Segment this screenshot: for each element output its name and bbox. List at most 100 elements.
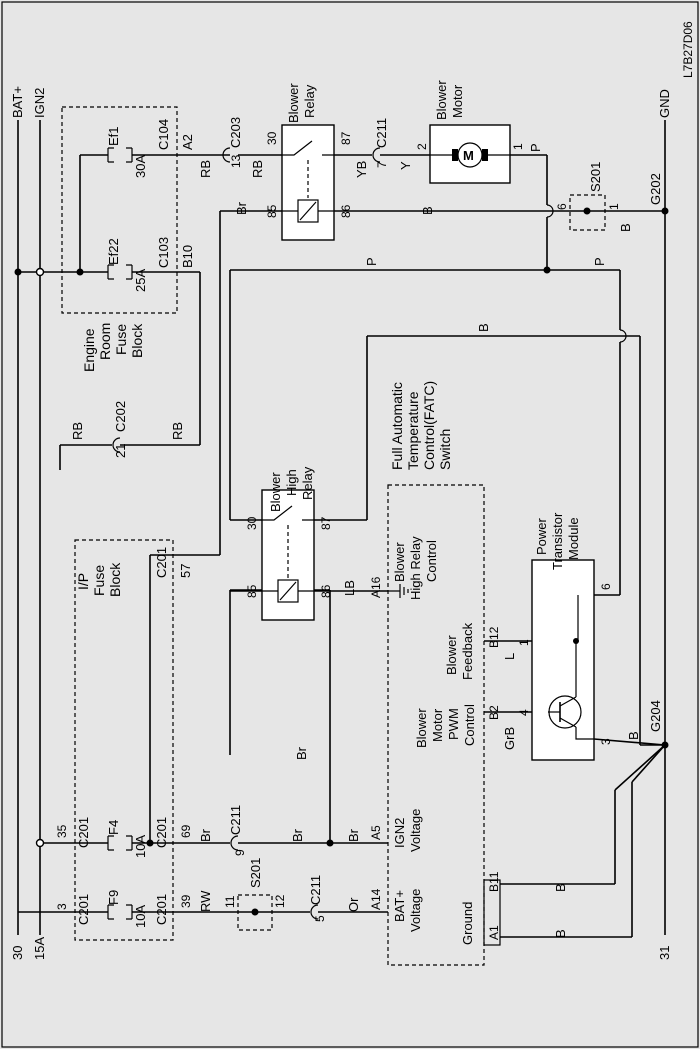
fatc-title-4: Switch (437, 429, 453, 470)
pin-69: 69 (179, 824, 193, 838)
ptm-title-2: Transistor (550, 512, 565, 570)
connector-c202-symbol (112, 437, 121, 453)
motor-m: M (463, 148, 474, 163)
engine-fuse-block-outline (61, 106, 178, 314)
high-relay-p30: 30 (245, 516, 259, 530)
diagram-id: L7B27D06 (681, 21, 695, 78)
motor-p2: 2 (415, 143, 429, 150)
pin-b10: B10 (180, 245, 195, 268)
fatc-title-2: Temperature (405, 391, 421, 470)
conn-c211-c: C211 (308, 875, 323, 905)
fatc-pwm-1: Blower (414, 708, 429, 748)
fuse-ef22-symbol (107, 264, 133, 280)
fatc-title-3: Control(FATC) (421, 381, 437, 470)
fatc-ground-connector (483, 879, 501, 946)
relay-switch-contact (282, 140, 334, 156)
rail-30-label: 30 (10, 946, 25, 960)
conn-c211-b: C211 (228, 805, 243, 835)
pin-35: 35 (55, 824, 69, 838)
conn-c103: C103 (156, 237, 171, 268)
fuse-f9-symbol (107, 904, 133, 920)
connector-c211-c-symbol (310, 904, 319, 920)
fatc-a1: A1 (487, 925, 501, 940)
relay-coil-diag (299, 201, 317, 221)
blower-motor-title-1: Blower (434, 80, 449, 120)
wire-label-yb: YB (354, 161, 369, 178)
blower-relay-p30: 30 (265, 131, 279, 145)
fatc-hi-relay-ground (388, 584, 409, 598)
wire-label-br: Br (234, 201, 249, 215)
fuse-ef1-symbol (107, 147, 133, 163)
wire-label-or: Or (346, 897, 361, 912)
conn-c202-pin: 21 (113, 444, 128, 458)
transistor-emitter (559, 717, 577, 728)
fatc-b12: B12 (487, 626, 501, 648)
conn-c201-57: C201 (154, 547, 169, 578)
conn-c202: C202 (113, 401, 128, 432)
wire-label-b-2: B (618, 223, 633, 232)
ptm-p3: 3 (599, 738, 613, 745)
fuse-ef1-name: Ef1 (106, 126, 121, 146)
connector-c211-b-symbol (230, 835, 239, 851)
high-relay-p87: 87 (319, 516, 333, 530)
blower-motor-box (429, 124, 511, 184)
wire-label-b-3: B (476, 323, 491, 332)
ptm-title-1: Power (534, 517, 549, 555)
ip-fuse-block-outline (74, 539, 174, 941)
splice-dot (251, 908, 259, 916)
splice-s201-p1: 1 (607, 203, 621, 210)
engine-fuse-block-title-1: Engine (81, 328, 97, 372)
fatc-ign2-2: Voltage (408, 809, 423, 852)
pin-57: 57 (178, 564, 193, 578)
fuse-f4-symbol (107, 835, 133, 851)
crossover-2 (35, 838, 45, 848)
pin-39: 39 (179, 894, 193, 908)
fatc-hi-relay-ctl-2: High Relay (408, 536, 423, 600)
fatc-hi-relay-ctl-3: Control (424, 540, 439, 582)
fatc-switch-outline (387, 484, 485, 966)
wire-label-br-4: Br (294, 746, 309, 760)
crossover (35, 267, 45, 277)
fatc-a5: A5 (369, 825, 383, 840)
wire-label-b-4: B (553, 883, 568, 892)
fatc-a14: A14 (369, 888, 383, 910)
fatc-pwm-2: Motor (430, 708, 445, 742)
wire-label-br-3: Br (290, 828, 305, 842)
ptm-p6: 6 (599, 583, 613, 590)
fatc-title-1: Full Automatic (389, 382, 405, 470)
fuse-f4-rating: 10A (133, 835, 148, 858)
fatc-b11: B11 (487, 871, 501, 892)
blower-relay-title-1: Blower (286, 83, 301, 123)
pin-3: 3 (55, 903, 69, 910)
ptm-internal-emitter (575, 727, 594, 740)
conn-c211-a-pin: 7 (375, 161, 389, 168)
wire-hop (546, 204, 554, 218)
wire-b-ptm3-g204 (593, 738, 666, 746)
high-relay-contact (262, 505, 314, 521)
splice-s201-top (569, 194, 606, 231)
engine-fuse-block-title-2: Room (97, 323, 113, 360)
ptm-internal-dot (573, 638, 579, 644)
fatc-hi-relay-ctl-1: Blower (392, 542, 407, 582)
fatc-bat-2: Voltage (408, 889, 423, 932)
wire-label-br-5: Br (346, 828, 361, 842)
splice-s201-p6: 6 (555, 203, 569, 210)
high-relay-title-2: High (284, 469, 299, 496)
fatc-feedback-2: Feedback (460, 622, 475, 680)
wire-label-b: B (420, 206, 435, 215)
motor-brush-right (482, 149, 488, 161)
ip-fuse-block-title-2: Fuse (91, 565, 107, 596)
wire-label-b-6: B (626, 731, 641, 740)
rail-gnd-label: GND (657, 89, 672, 118)
fuse-ef22-rating: 25A (133, 269, 148, 292)
connector-c203-symbol (222, 147, 231, 163)
conn-c104: C104 (156, 119, 171, 150)
conn-c201-b: C201 (154, 817, 169, 848)
blower-relay-p87: 87 (339, 131, 353, 145)
conn-c211-a: C211 (374, 118, 389, 148)
splice-s201-bottom (237, 894, 273, 931)
fuse-ef1-rating: 30A (133, 155, 148, 178)
conn-c201-a: C201 (76, 817, 91, 848)
engine-fuse-block-title-4: Block (129, 323, 145, 358)
